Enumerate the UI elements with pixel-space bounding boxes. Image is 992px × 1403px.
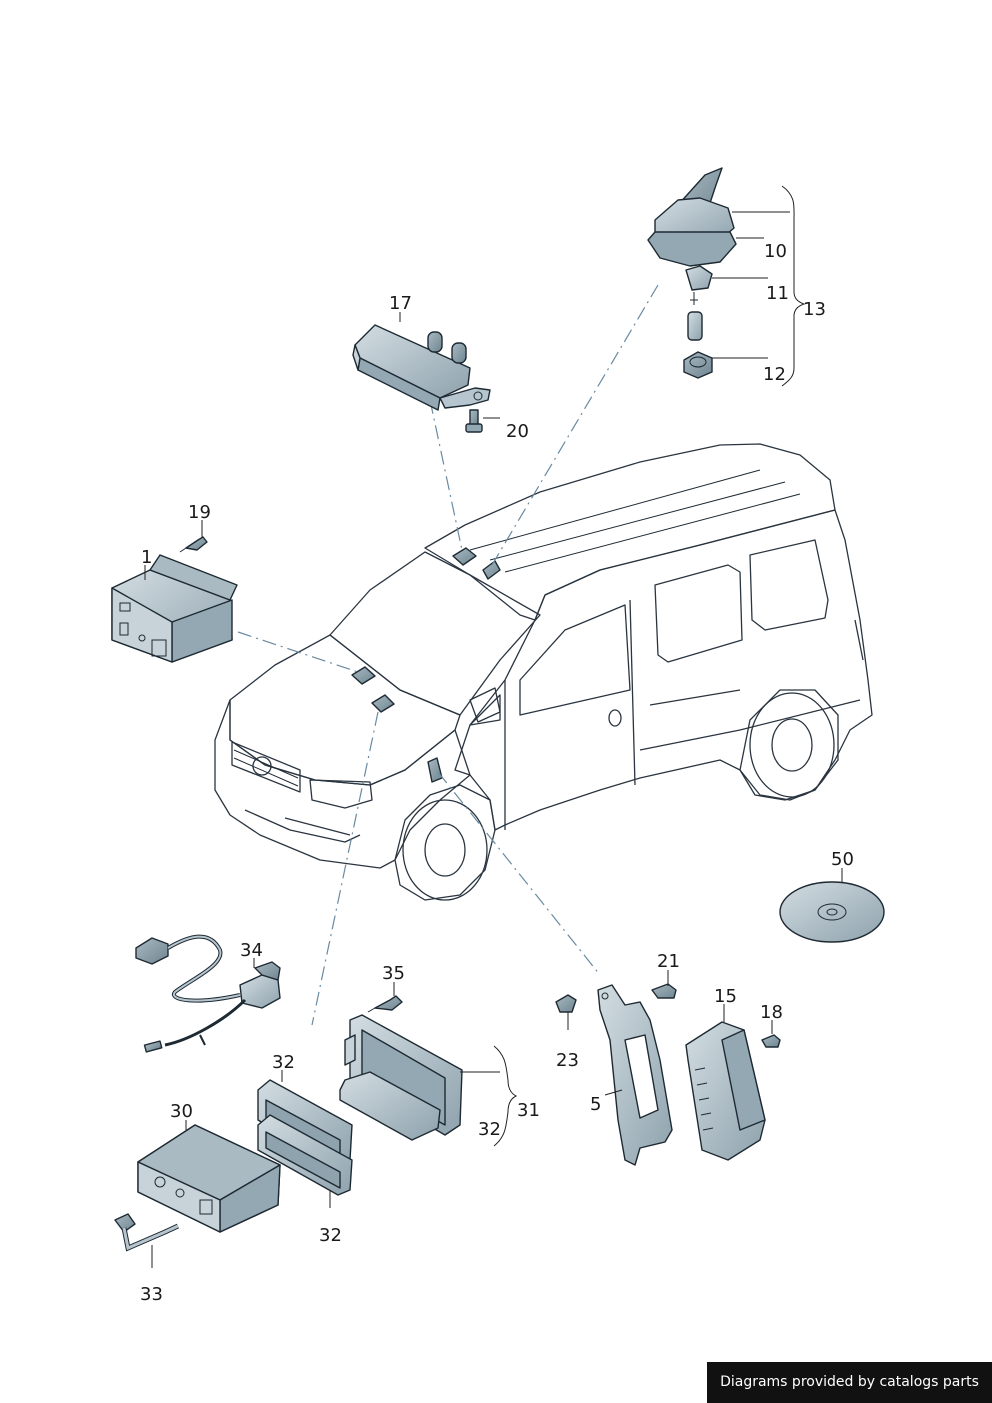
label-15: 15: [714, 986, 737, 1007]
dash-marker-1: [351, 666, 376, 685]
part-32-trim-panels: [257, 1079, 353, 1196]
leader-lines: [144, 185, 843, 1268]
label-33: 33: [140, 1284, 163, 1305]
part-5-bracket: [597, 984, 673, 1166]
label-35: 35: [382, 963, 405, 984]
van-grille: [231, 741, 301, 793]
part-1-navigation-unit: [111, 554, 238, 663]
label-19: 19: [188, 502, 211, 523]
van-side: [454, 509, 873, 831]
label-21: 21: [657, 951, 680, 972]
part-21-screw: [651, 983, 677, 999]
callout-labels: 1 19 17 20 10 11 13 12 50 34 35 21 15 18…: [140, 241, 854, 1305]
van-mirror: [469, 687, 501, 723]
label-32-bottom: 32: [319, 1225, 342, 1246]
label-23: 23: [556, 1050, 579, 1071]
label-18: 18: [760, 1002, 783, 1023]
label-1: 1: [141, 547, 152, 568]
van-illustration: [214, 443, 873, 901]
part-12-antenna-nut: [683, 351, 713, 379]
roof-marker-antenna: [482, 560, 501, 580]
label-32-frame: 32: [478, 1119, 501, 1140]
part-33-adapter-cable: [114, 1213, 180, 1252]
part-30-radio-unit: [137, 1124, 281, 1233]
part-34-cable: [135, 934, 281, 1053]
van-window-door: [519, 604, 631, 716]
van-badge-icon: [252, 756, 272, 776]
part-50-disc: [779, 881, 885, 943]
roof-marker-antenna-module: [452, 547, 477, 566]
part-35-screw: [367, 995, 403, 1013]
part-20-screw: [465, 409, 483, 433]
label-10: 10: [764, 241, 787, 262]
van-window-rear: [749, 539, 829, 631]
van-window-mid: [654, 564, 743, 663]
part-15-control-module: [685, 1021, 766, 1161]
part-31-mounting-frame: [339, 1014, 463, 1141]
van-headlight: [309, 779, 373, 809]
label-11: 11: [766, 283, 789, 304]
label-17: 17: [389, 293, 412, 314]
credit-banner: Diagrams provided by catalogs parts: [707, 1362, 992, 1403]
van-hood: [229, 634, 461, 786]
part-19-screw: [179, 536, 208, 553]
part-11-antenna-insert: [685, 265, 713, 341]
label-12: 12: [763, 364, 786, 385]
label-13: 13: [803, 299, 826, 320]
part-17-antenna-module: [352, 324, 491, 411]
label-30: 30: [170, 1101, 193, 1122]
part-18-screw: [761, 1034, 781, 1048]
label-50: 50: [831, 849, 854, 870]
part-10-roof-antenna: [647, 167, 737, 267]
pillar-marker: [427, 757, 443, 783]
dash-marker-2: [371, 694, 395, 713]
van-front-bumper: [214, 699, 471, 869]
van-front-wheel: [394, 784, 496, 901]
label-34: 34: [240, 940, 263, 961]
label-20: 20: [506, 421, 529, 442]
label-5: 5: [590, 1094, 601, 1115]
label-31: 31: [517, 1100, 540, 1121]
van-rear-wheel: [739, 689, 839, 801]
reference-lines: [237, 284, 659, 1026]
van-windshield: [329, 551, 541, 716]
van-roof: [424, 443, 836, 621]
part-23-clip: [555, 994, 577, 1013]
label-32-top: 32: [272, 1052, 295, 1073]
